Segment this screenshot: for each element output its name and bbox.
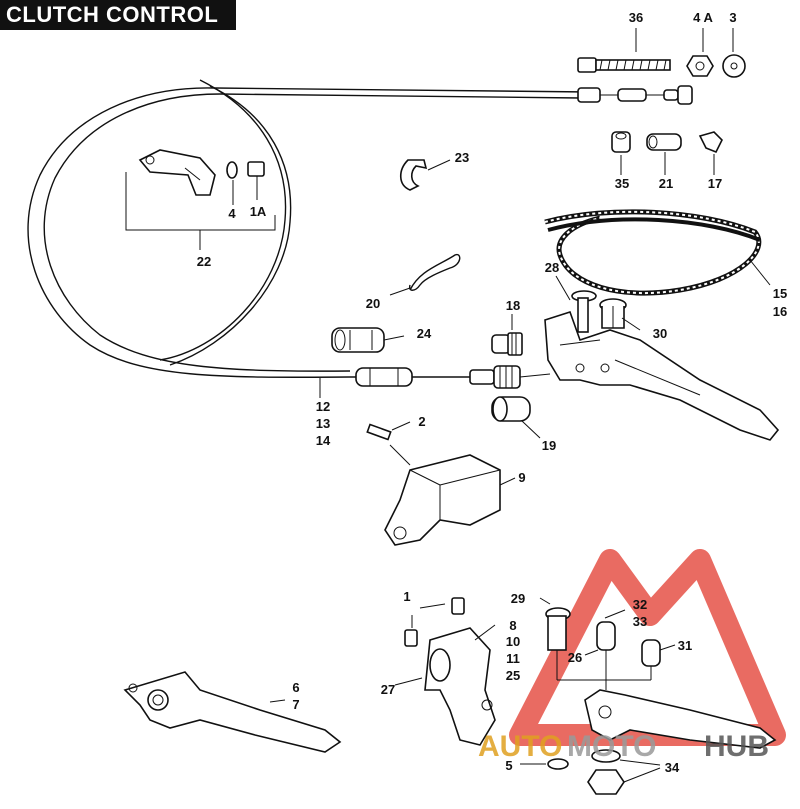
part-21-sleeve: [646, 133, 682, 151]
part-2-screw: [366, 421, 411, 466]
clutch-cable: [27, 79, 591, 378]
label-21: 21: [659, 176, 673, 191]
label-33: 33: [633, 614, 647, 629]
label-20: 20: [366, 296, 380, 311]
watermark-moto: MOTO: [567, 730, 656, 763]
label-26: 26: [568, 650, 582, 665]
part-32-33-insert: [596, 621, 616, 690]
label-34: 34: [665, 760, 680, 775]
label-23: 23: [455, 150, 469, 165]
cable-adjuster-top: [577, 85, 693, 105]
label-30: 30: [653, 326, 667, 341]
part-27-bracket: [394, 624, 496, 746]
label-5: 5: [505, 758, 512, 773]
label-12: 12: [316, 399, 330, 414]
part-29-pin: [545, 607, 571, 680]
cable-lower-fittings: [319, 365, 551, 398]
part-34-lever: [520, 689, 777, 795]
label-4: 4: [228, 206, 236, 221]
part-22-bracket-assembly: [125, 149, 276, 250]
label-24: 24: [417, 326, 432, 341]
label-3: 3: [729, 10, 736, 25]
watermark-text: AUTO MOTO HUB: [478, 730, 769, 763]
label-4a: 4 A: [693, 10, 713, 25]
part-9-clamp: [384, 454, 516, 546]
label-35: 35: [615, 176, 629, 191]
part-1-screws: [404, 597, 465, 647]
part-18-adjuster: [491, 332, 523, 356]
part-17-end: [698, 131, 723, 154]
label-15: 15: [773, 286, 787, 301]
label-1: 1: [403, 589, 410, 604]
label-1a: 1A: [250, 204, 267, 219]
page-title: CLUTCH CONTROL: [0, 0, 236, 30]
part-30-pivot: [599, 298, 627, 329]
label-10: 10: [506, 634, 520, 649]
label-19: 19: [542, 438, 556, 453]
label-22: 22: [197, 254, 211, 269]
label-29: 29: [511, 591, 525, 606]
part-36-bolt: [577, 57, 671, 73]
label-28: 28: [545, 260, 559, 275]
label-16: 16: [773, 304, 787, 319]
label-14: 14: [316, 433, 331, 448]
label-18: 18: [506, 298, 520, 313]
label-7: 7: [292, 697, 299, 712]
label-6: 6: [292, 680, 299, 695]
part-19-bushing: [491, 396, 541, 439]
part-15-16-cable-housing: [544, 209, 771, 296]
part-28-pin: [571, 290, 597, 333]
part-labels: 36 4 A 3 23 35 21 17 4 1A 22 28 15 16 20…: [197, 10, 787, 775]
label-13: 13: [316, 416, 330, 431]
label-8: 8: [509, 618, 516, 633]
part-3-washer: [722, 54, 746, 78]
part-35-nut: [611, 131, 631, 153]
clutch-lever-assembly: [544, 311, 780, 441]
part-4a-nut: [686, 55, 714, 77]
label-2: 2: [418, 414, 425, 429]
part-6-7-lever: [123, 671, 342, 753]
part-31-nut: [557, 639, 661, 681]
label-17: 17: [708, 176, 722, 191]
part-20-spring: [389, 253, 461, 296]
label-32: 32: [633, 597, 647, 612]
label-25: 25: [506, 668, 520, 683]
part-23-clip: [399, 159, 428, 191]
label-27: 27: [381, 682, 395, 697]
leader-lines: [427, 28, 734, 656]
part-24-ferrule: [331, 327, 405, 353]
label-36: 36: [629, 10, 643, 25]
watermark-auto: AUTO: [478, 730, 562, 763]
label-31: 31: [678, 638, 692, 653]
label-9: 9: [518, 470, 525, 485]
label-11: 11: [506, 651, 520, 666]
watermark-hub: HUB: [704, 730, 769, 763]
